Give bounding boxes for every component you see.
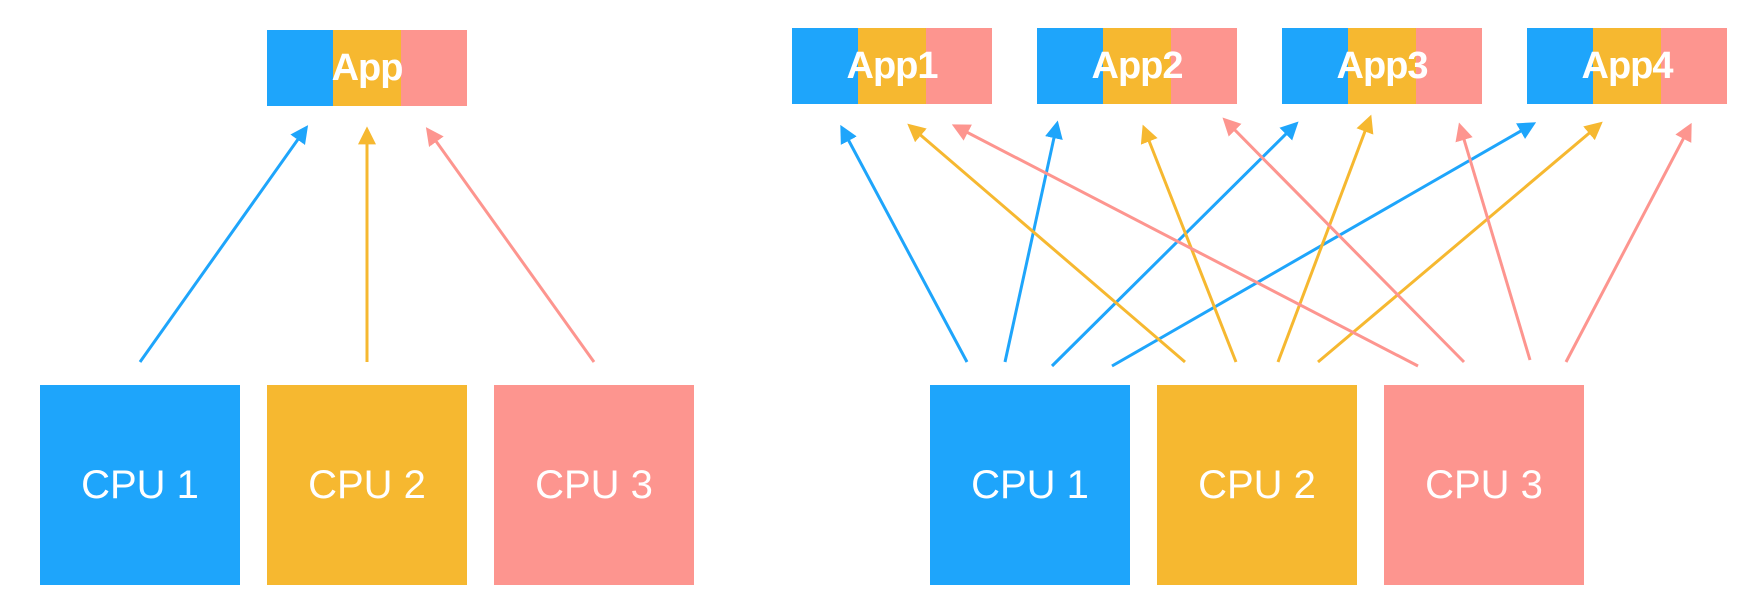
arrow-cpu1-to-app3 — [1050, 121, 1299, 368]
right-cpu2-box: CPU 2 — [1157, 385, 1357, 585]
app2-seg-cpu2 — [1103, 28, 1171, 104]
left-cpu3-box: CPU 3 — [494, 385, 694, 585]
app1-box: App1 — [792, 28, 992, 104]
app1-label: App1 — [846, 44, 939, 87]
app3-seg-cpu2 — [1348, 28, 1416, 104]
left-cpu1-box: CPU 1 — [40, 385, 240, 585]
arrow-cpu1-to-app2 — [1003, 120, 1063, 363]
app-seg-cpu3 — [401, 30, 467, 106]
app2-label: App2 — [1091, 44, 1184, 87]
app2-box: App2 — [1037, 28, 1237, 104]
left-cpu2-box: CPU 2 — [267, 385, 467, 585]
app1-seg-cpu3 — [926, 28, 992, 104]
arrow-cpu2-to-app1 — [907, 123, 1186, 364]
right-cpu1-box: CPU 1 — [930, 385, 1130, 585]
arrow-cpu1-to-app — [138, 125, 309, 363]
app-seg-cpu2 — [333, 30, 401, 106]
app2-seg-cpu1 — [1037, 28, 1103, 104]
arrow-cpu3-to-app2 — [1222, 117, 1466, 364]
left-cpu3-label: CPU 3 — [535, 462, 653, 507]
right-cpu3-label: CPU 3 — [1425, 462, 1543, 507]
app4-seg-cpu1 — [1527, 28, 1593, 104]
app-box-left: App — [267, 30, 467, 106]
app2-seg-cpu3 — [1171, 28, 1237, 104]
arrow-cpu2-to-app2 — [1140, 124, 1238, 363]
app4-label: App4 — [1581, 44, 1674, 87]
app-label: App — [331, 46, 404, 89]
right-cpu1-label: CPU 1 — [971, 462, 1089, 507]
arrow-cpu2-to-app4 — [1317, 121, 1603, 364]
arrow-cpu3-to-app1 — [951, 124, 1419, 368]
app1-seg-cpu2 — [858, 28, 926, 104]
arrow-cpu3-to-app3 — [1455, 122, 1532, 361]
arrow-cpu3-to-app4 — [1564, 122, 1692, 363]
app4-seg-cpu3 — [1661, 28, 1727, 104]
app3-seg-cpu3 — [1416, 28, 1482, 104]
right-cpu2-label: CPU 2 — [1198, 462, 1316, 507]
app4-seg-cpu2 — [1593, 28, 1661, 104]
arrow-cpu2-to-app3 — [1276, 114, 1374, 363]
left-cpu1-label: CPU 1 — [81, 462, 199, 507]
app4-box: App4 — [1527, 28, 1727, 104]
left-cpu2-label: CPU 2 — [308, 462, 426, 507]
arrow-cpu3-to-app — [425, 127, 596, 363]
app3-box: App3 — [1282, 28, 1482, 104]
app1-seg-cpu1 — [792, 28, 858, 104]
app-seg-cpu1 — [267, 30, 333, 106]
arrow-cpu1-to-app1 — [840, 124, 969, 363]
right-cpu3-box: CPU 3 — [1384, 385, 1584, 585]
app3-seg-cpu1 — [1282, 28, 1348, 104]
app3-label: App3 — [1336, 44, 1429, 87]
